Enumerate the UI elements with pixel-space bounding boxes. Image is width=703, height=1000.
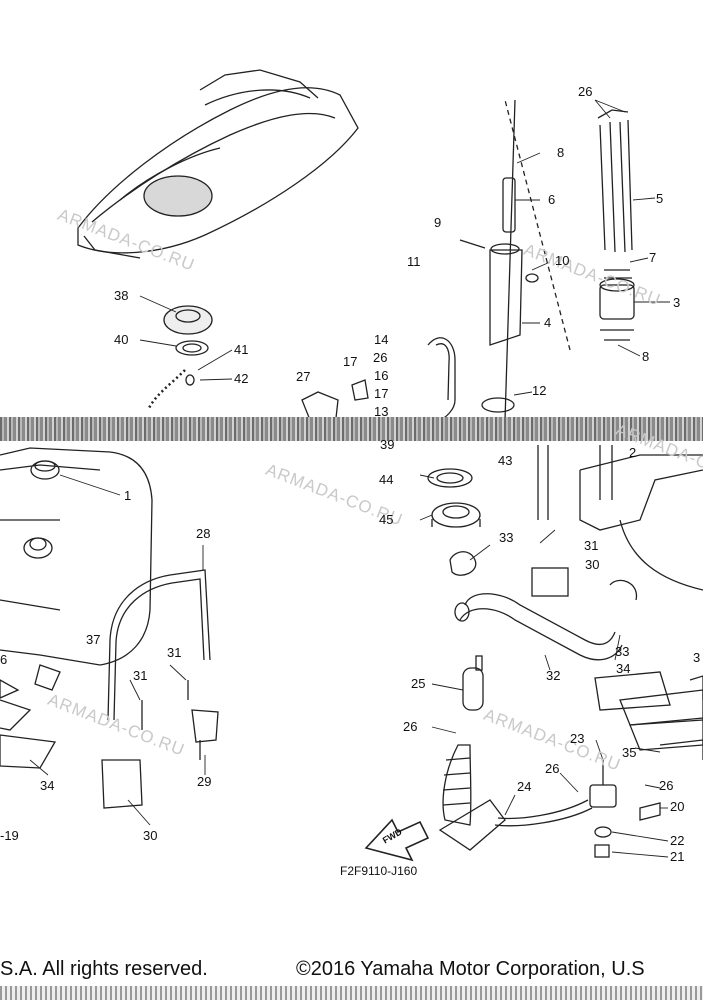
part-label: 2: [629, 445, 637, 460]
part-label: 26: [578, 84, 593, 99]
part-label: 17: [343, 354, 358, 369]
part-label: 26: [403, 719, 418, 734]
part-label: 24: [517, 779, 532, 794]
part-label: 21: [670, 849, 685, 864]
leader-lines: [29, 99, 670, 858]
fwd-arrow-icon: [364, 818, 430, 862]
part-label: 44: [379, 472, 394, 487]
part-label: 32: [546, 668, 561, 683]
part-label: 23: [570, 731, 585, 746]
part-label: 31: [133, 668, 148, 683]
part-label: 31: [167, 645, 182, 660]
part-label: 26: [545, 761, 560, 776]
part-label: 17: [374, 386, 389, 401]
vent-assembly: [438, 655, 661, 858]
fuel-filter: [504, 99, 635, 351]
part-label: 4: [544, 315, 552, 330]
page-reference: -19: [0, 828, 19, 843]
part-label: 1: [124, 488, 132, 503]
part-label: 35: [622, 745, 637, 760]
part-label: 34: [40, 778, 55, 793]
part-label: 5: [656, 191, 664, 206]
filler-fittings: [427, 468, 481, 576]
part-label: 28: [196, 526, 211, 541]
part-label: 20: [670, 799, 685, 814]
part-label: 10: [555, 253, 570, 268]
part-label: 25: [411, 676, 426, 691]
part-label: 22: [670, 833, 685, 848]
part-label: 7: [649, 250, 657, 265]
part-label: 26: [373, 350, 388, 365]
part-label: 45: [379, 512, 394, 527]
tank-band: [101, 569, 211, 809]
footer-copyright: ©2016 Yamaha Motor Corporation, U.S: [296, 958, 645, 980]
part-label: 40: [114, 332, 129, 347]
scan-artifact-bottom: [0, 986, 703, 1000]
part-label: 41: [234, 342, 249, 357]
part-label: 33: [499, 530, 514, 545]
part-label: 11: [407, 254, 421, 269]
fuel-tank: [0, 447, 153, 666]
part-label: 16: [374, 368, 389, 383]
part-label: 6: [0, 652, 8, 667]
part-label: 42: [234, 371, 249, 386]
right-tank: [531, 445, 703, 601]
part-label: 12: [532, 383, 547, 398]
part-label: 8: [642, 349, 650, 364]
fuel-hoses: [427, 99, 539, 421]
watercraft-illustration: [77, 69, 359, 259]
part-label: 3: [693, 650, 701, 665]
part-label: 43: [498, 453, 513, 468]
right-mats: [594, 671, 703, 760]
part-label: 14: [374, 332, 389, 347]
part-label: 6: [548, 192, 556, 207]
brackets: [141, 379, 369, 760]
part-label: 8: [557, 145, 565, 160]
part-label: 27: [296, 369, 311, 384]
part-label: 38: [114, 288, 129, 303]
part-label: 31: [584, 538, 599, 553]
filler-cap-group: [146, 305, 213, 411]
part-label: 13: [374, 404, 389, 419]
footer-left: S.A. All rights reserved.: [0, 958, 208, 980]
part-label: 9: [434, 215, 442, 230]
scan-artifact-band: [0, 417, 703, 441]
part-label: 3: [673, 295, 681, 310]
part-label: 37: [86, 632, 101, 647]
left-mats: [0, 664, 61, 769]
part-label: 29: [197, 774, 212, 789]
part-label: 39: [380, 437, 395, 452]
part-label: 30: [585, 557, 600, 572]
hose-32: [454, 593, 623, 661]
part-label: 26: [659, 778, 674, 793]
part-label: 33: [615, 644, 630, 659]
part-label: 30: [143, 828, 158, 843]
part-label: 34: [616, 661, 631, 676]
figure-code: F2F9110-J160: [340, 864, 418, 878]
